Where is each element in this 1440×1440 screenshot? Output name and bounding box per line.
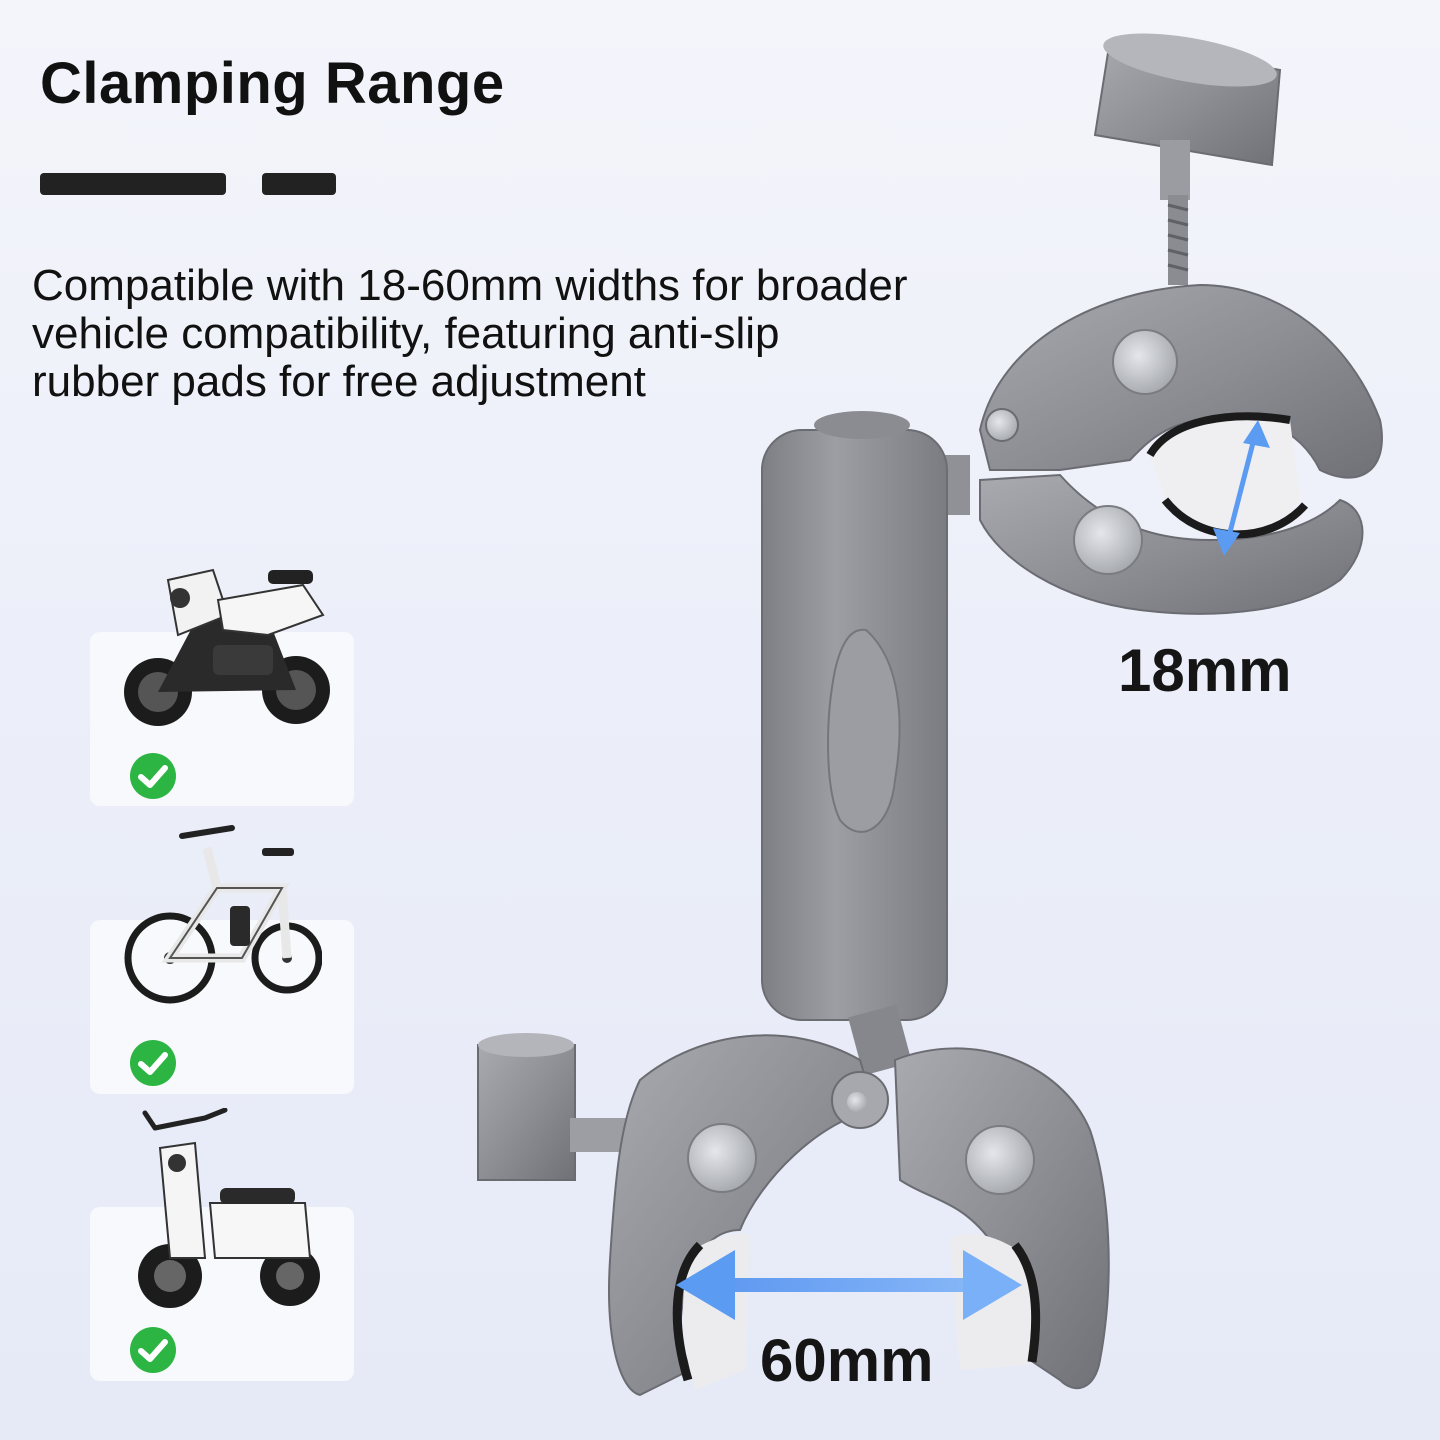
bicycle-icon [124, 825, 322, 1004]
motorcycle-icon [124, 568, 330, 726]
measurement-18mm: 18mm [1118, 637, 1292, 704]
check-icon [130, 753, 176, 799]
description-line: Compatible with 18-60mm widths for broad… [32, 261, 908, 310]
extension-arm [761, 411, 970, 1076]
top-clamp [978, 283, 1383, 615]
title-underline-long [40, 173, 226, 195]
measurement-60mm: 60mm [760, 1327, 934, 1394]
arrow-60mm [676, 1250, 1022, 1320]
top-thumb-screw [1093, 33, 1282, 285]
description-line: vehicle compatibility, featuring anti-sl… [32, 309, 780, 358]
description-line: rubber pads for free adjustment [32, 357, 646, 406]
title-underline-short [262, 173, 336, 195]
description: Compatible with 18-60mm widths for broad… [32, 262, 1012, 406]
scooter-icon [138, 1108, 320, 1308]
clamp-mount-illustration [477, 33, 1383, 1397]
check-icon [130, 1327, 176, 1373]
arrow-18mm [1213, 420, 1270, 556]
check-icon [130, 1040, 176, 1086]
page-title: Clamping Range [40, 51, 505, 116]
